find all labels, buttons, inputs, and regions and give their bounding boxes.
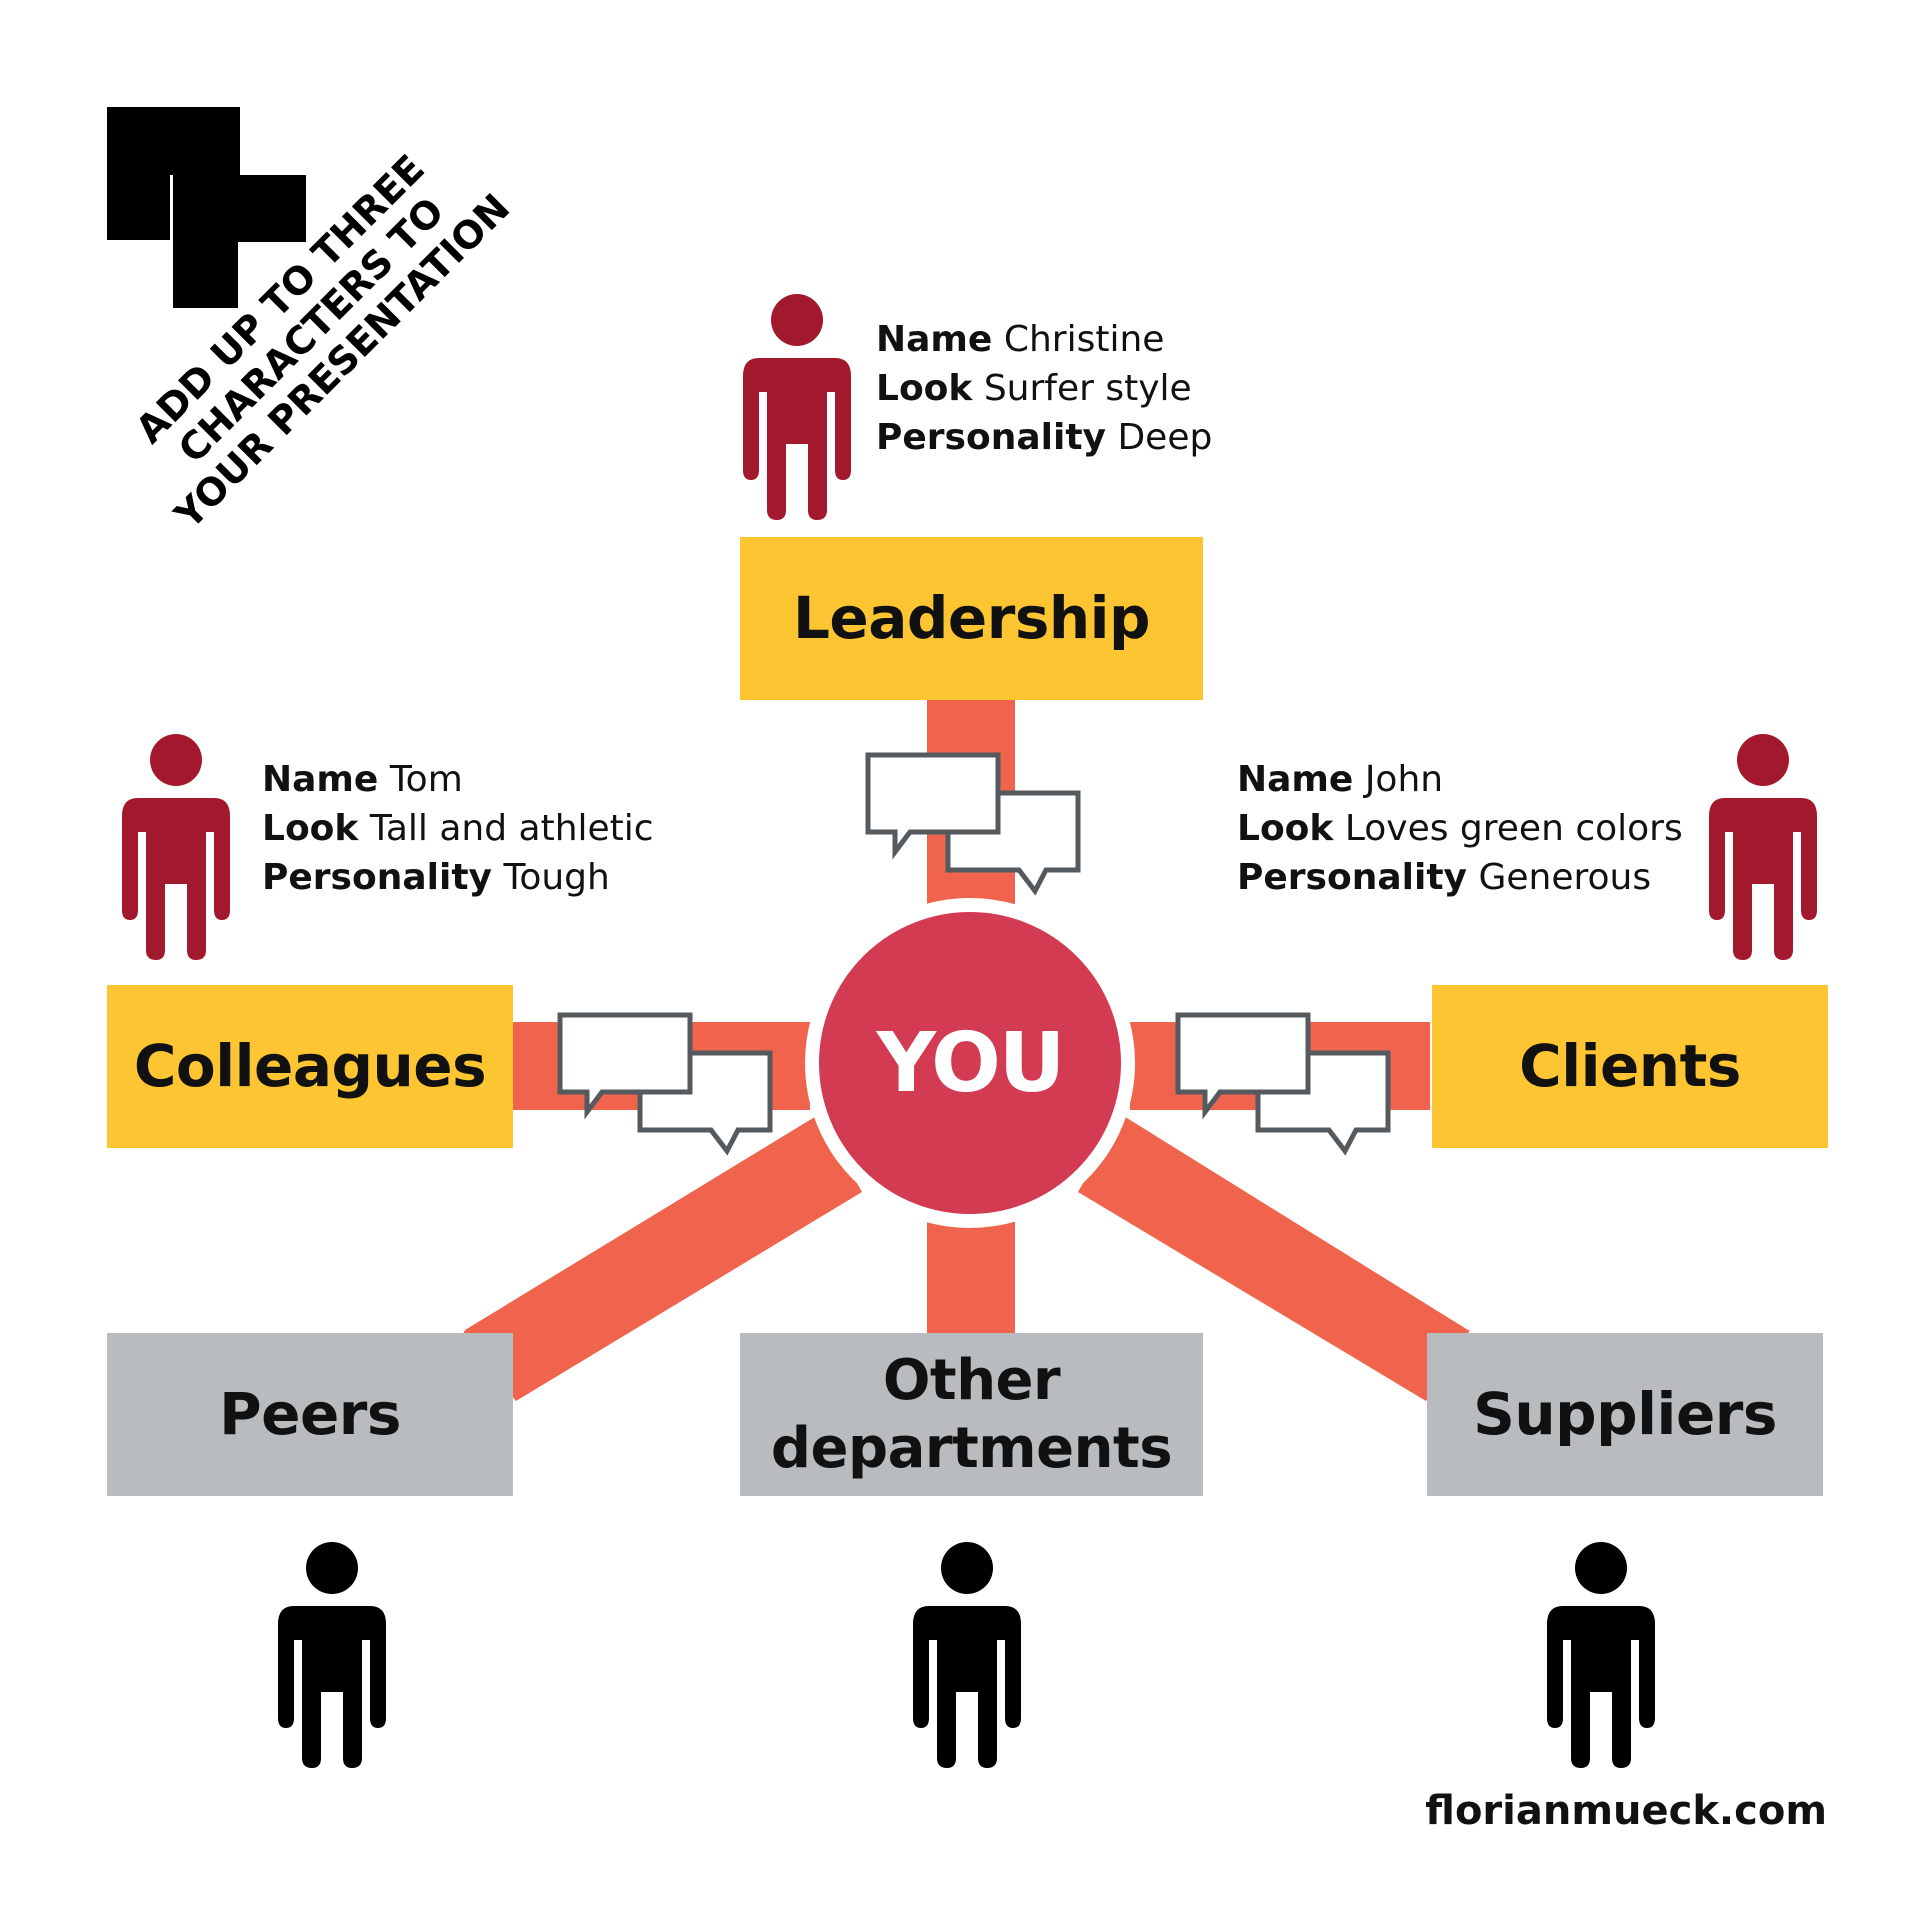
info-value: Surfer style <box>983 368 1192 409</box>
person-icon-john <box>1709 734 1817 960</box>
person-icon-peers <box>278 1542 386 1768</box>
info-key: Personality <box>262 857 492 898</box>
group-label: Clients <box>1519 1031 1741 1100</box>
group-clients: Clients <box>1432 985 1828 1148</box>
person-icon-other <box>913 1542 1021 1768</box>
info-value: John <box>1364 759 1444 800</box>
info-value: Tough <box>503 857 610 898</box>
person-icon-suppliers <box>1547 1542 1655 1768</box>
group-peers: Peers <box>107 1333 513 1496</box>
info-key: Personality <box>876 417 1106 458</box>
info-value: Tall and athletic <box>369 808 654 849</box>
group-other-departments: Other departments <box>740 1333 1203 1496</box>
you-circle <box>805 898 1135 1228</box>
group-suppliers: Suppliers <box>1427 1333 1823 1496</box>
connector-suppliers <box>1078 1115 1470 1401</box>
site-url: florianmueck.com <box>1425 1788 1827 1834</box>
group-label: Colleagues <box>133 1031 487 1100</box>
you-label: YOU <box>876 1015 1066 1111</box>
group-label: Other departments <box>770 1347 1173 1481</box>
info-key: Personality <box>1237 857 1467 898</box>
group-label: Suppliers <box>1473 1379 1777 1448</box>
logo-icon <box>107 107 306 308</box>
character-info-tom: Name Tom Look Tall and athletic Personal… <box>262 755 654 902</box>
info-value: Christine <box>1003 319 1165 360</box>
info-value: Loves green colors <box>1344 808 1683 849</box>
info-key: Name <box>1237 759 1354 800</box>
info-value: Tom <box>389 759 463 800</box>
group-label-line: Other <box>882 1348 1061 1414</box>
info-key: Name <box>876 319 993 360</box>
speech-bubbles-icon <box>868 755 1078 891</box>
group-label: Peers <box>219 1379 401 1448</box>
person-icon-tom <box>122 734 230 960</box>
info-value: Deep <box>1117 417 1213 458</box>
character-info-christine: Name Christine Look Surfer style Persona… <box>876 315 1212 462</box>
group-colleagues: Colleagues <box>107 985 513 1148</box>
person-icon-christine <box>743 294 851 520</box>
info-key: Look <box>876 368 973 409</box>
info-key: Look <box>1237 808 1334 849</box>
info-value: Generous <box>1478 857 1652 898</box>
group-label-line: departments <box>770 1415 1173 1481</box>
info-key: Look <box>262 808 359 849</box>
group-leadership: Leadership <box>740 537 1203 700</box>
group-label: Leadership <box>792 583 1151 652</box>
info-key: Name <box>262 759 379 800</box>
connector-peers <box>462 1115 862 1401</box>
character-info-john: Name John Look Loves green colors Person… <box>1237 755 1683 902</box>
you-node: YOU <box>812 905 1128 1221</box>
